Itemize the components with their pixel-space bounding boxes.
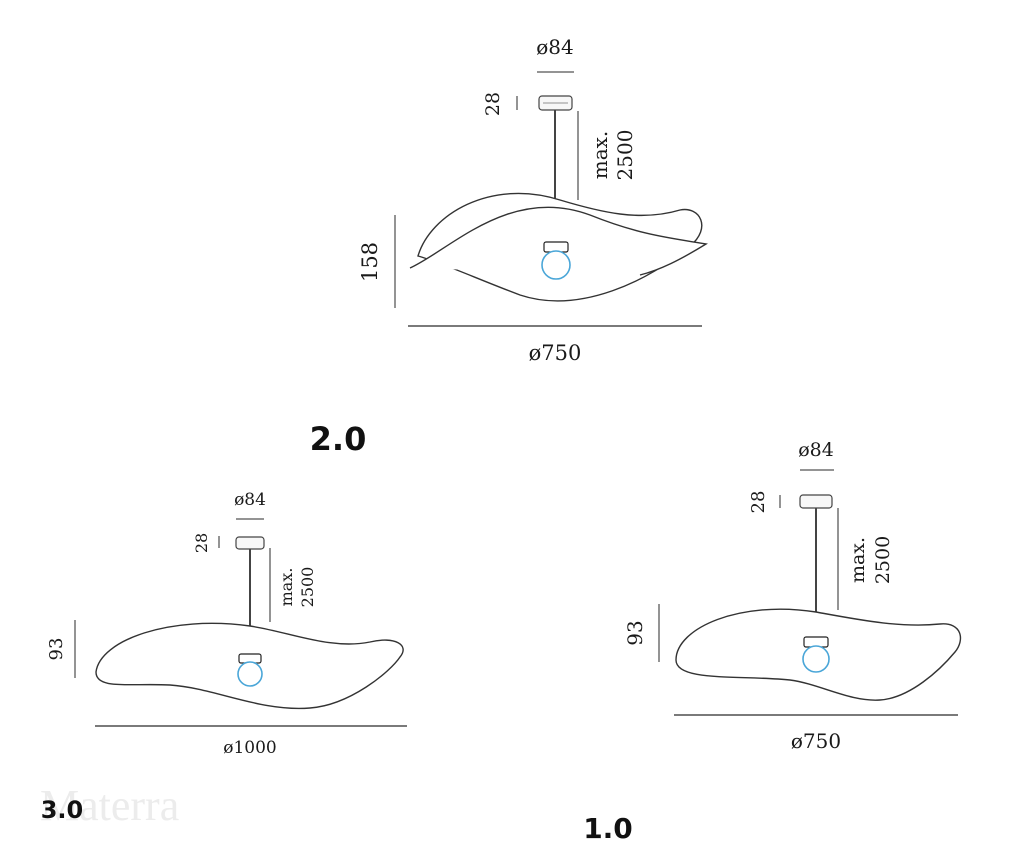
- v10-cable-max-label: max.: [847, 537, 869, 583]
- v20-canopy-diameter-label: ø84: [536, 35, 574, 59]
- v20-bulb: [541, 250, 571, 280]
- v10-cable-length-label: 2500: [872, 536, 894, 584]
- v30-shade-diameter-label: ø1000: [223, 738, 277, 758]
- v20-canopy-height-label: 28: [482, 92, 504, 116]
- v10-canopy-diameter-label: ø84: [798, 439, 834, 461]
- v10-canopy: [799, 494, 833, 509]
- v10-shade-height-label: 93: [623, 620, 647, 645]
- watermark: Materra: [40, 781, 179, 830]
- v30-model-label: 3.0: [41, 796, 84, 824]
- v20-cable-max-label: max.: [588, 131, 612, 180]
- drawing-v30: ø84 28 max. 2500 93 ø1000 3.0: [41, 490, 407, 824]
- v30-shade-height-label: 93: [46, 638, 67, 661]
- v30-canopy-diameter-label: ø84: [234, 490, 266, 510]
- v20-shade-diameter-label: ø750: [529, 341, 582, 365]
- drawing-v20: ø84 28 max. 2500 158 ø750 2.0: [310, 35, 708, 458]
- drawing-v10: ø84 28 max. 2500 93 ø750 1.0: [583, 439, 962, 845]
- v20-model-label: 2.0: [310, 420, 367, 458]
- v20-cable-length-label: 2500: [613, 130, 637, 181]
- v10-model-label: 1.0: [583, 812, 633, 845]
- v30-cable-length-label: 2500: [298, 567, 317, 608]
- v30-bulb: [237, 661, 263, 687]
- v10-canopy-height-label: 28: [748, 491, 769, 514]
- v20-shade-height-label: 158: [358, 242, 382, 282]
- v20-shade-fold: [409, 206, 708, 276]
- v10-shade-diameter-label: ø750: [791, 729, 841, 753]
- v10-bulb: [802, 645, 830, 673]
- v30-cable-max-label: max.: [277, 568, 296, 607]
- v30-canopy: [235, 536, 265, 550]
- v30-canopy-height-label: 28: [192, 533, 211, 553]
